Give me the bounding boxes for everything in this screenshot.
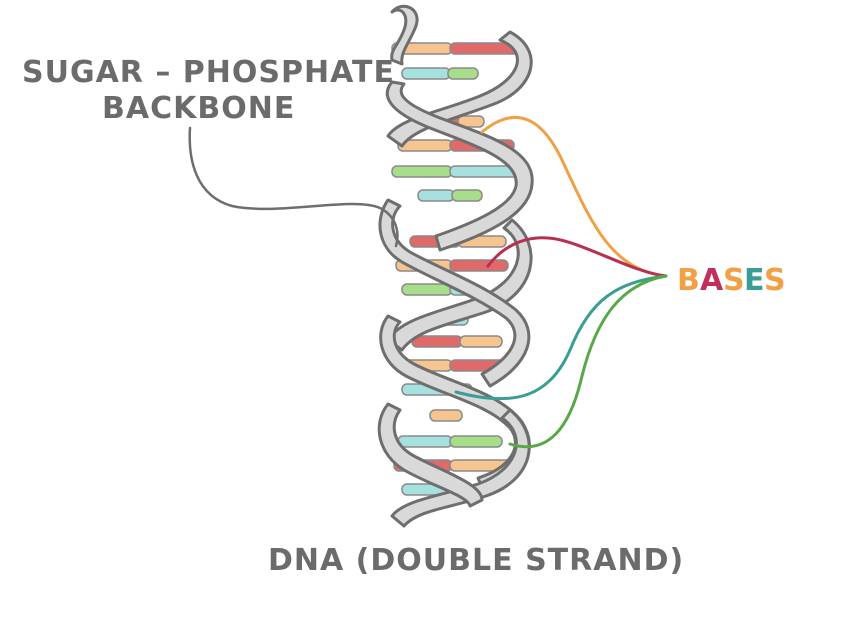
bases-letter-1: B (677, 263, 701, 298)
bases-letter-3: S (723, 263, 746, 298)
base-pair (401, 67, 451, 80)
backbone-ribbon (377, 402, 484, 508)
base-pair (459, 335, 503, 348)
bases-letter-5: S (764, 263, 787, 298)
bases-leader-orange (480, 115, 668, 278)
base-pair (449, 259, 509, 272)
backbone-ribbon (386, 218, 533, 352)
bases-leader-teal (454, 274, 668, 401)
base-pair (451, 189, 483, 202)
base-pair (391, 165, 453, 178)
base-pair (429, 409, 463, 422)
bases-leader-lines (454, 115, 668, 449)
base-pair (447, 67, 479, 80)
bases-letter-4: E (744, 263, 766, 298)
sugar-phosphate-backbone (377, 4, 534, 528)
diagram-caption: DNA (DOUBLE STRAND) (268, 543, 684, 578)
base-pair (397, 435, 453, 448)
base-pair (449, 435, 503, 448)
base-pair (457, 115, 485, 128)
backbone-leader-line (188, 126, 399, 248)
bases-leader-crimson (486, 236, 668, 278)
base-pair (411, 335, 463, 348)
bases-label: B A S E S (677, 263, 787, 298)
backbone-ribbon (385, 80, 534, 252)
backbone-label-line1: SUGAR – PHOSPHATE (22, 55, 395, 90)
base-pair (401, 283, 453, 296)
backbone-ribbon (378, 198, 531, 388)
backbone-ribbon (390, 4, 419, 66)
bases-leader-green (508, 274, 668, 449)
bases-letter-2: A (700, 263, 724, 298)
base-pair (417, 189, 455, 202)
backbone-ribbon (390, 408, 531, 528)
backbone-label-line2: BACKBONE (102, 91, 295, 126)
